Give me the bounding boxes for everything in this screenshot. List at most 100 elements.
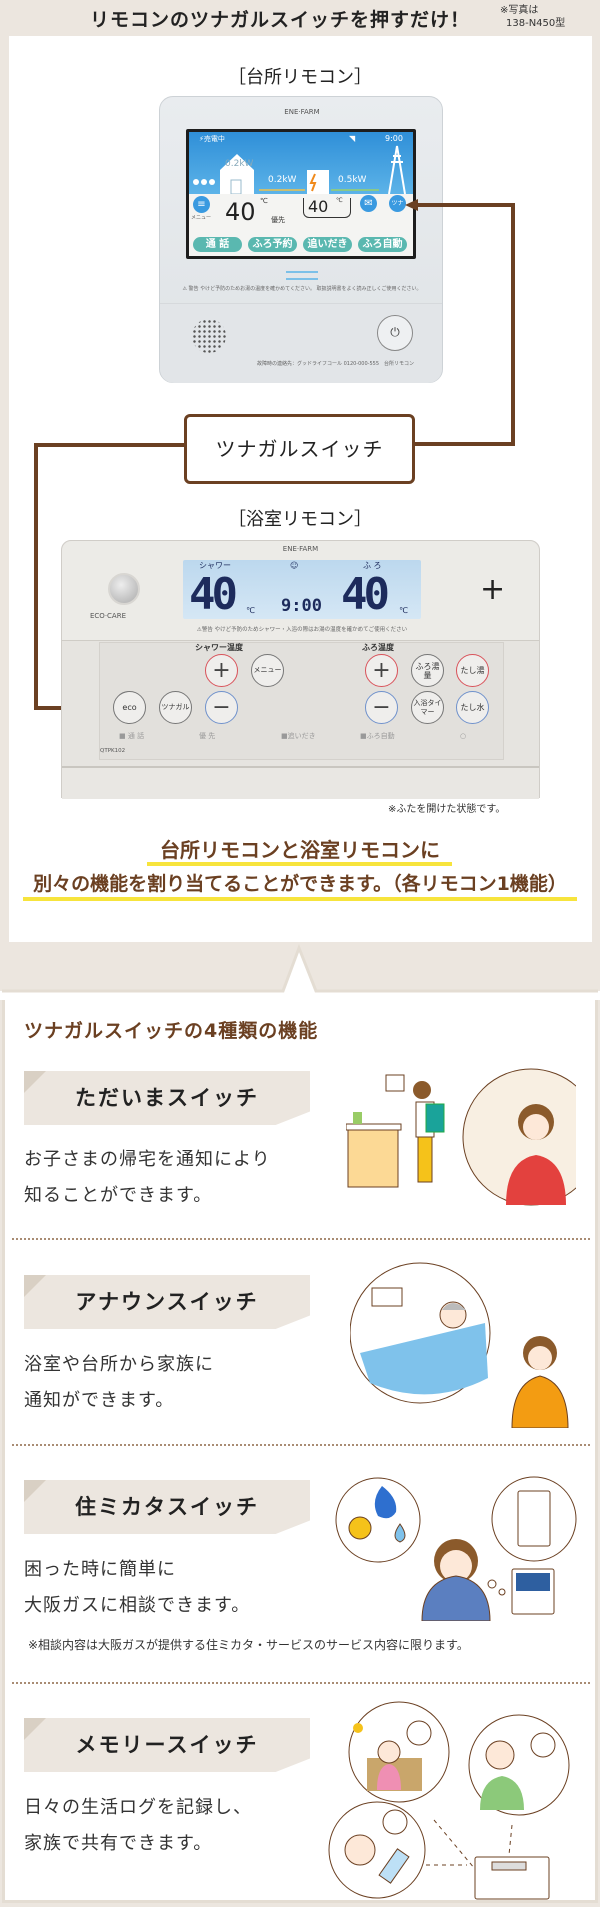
tsunagaru-switch-icon[interactable]: ツナ xyxy=(389,195,406,212)
brand-logo: ENE·FARM xyxy=(282,545,319,553)
kitchen-remote: ENE·FARM ⚡売電中 9:00 ◥ 0.2kW 0.2kW 0.5kW ≡… xyxy=(159,96,443,383)
eco-care-label: ECO·CARE xyxy=(90,612,127,620)
feature-desc-tadaima: お子さまの帰宅を通知により知ることができます。 xyxy=(24,1142,271,1214)
desc-line: 通知ができます。 xyxy=(24,1390,175,1411)
summary-line-1: 台所リモコンと浴室リモコンに xyxy=(160,838,440,862)
lid-open-note: ※ふたを開けた状態です。 xyxy=(388,804,506,815)
shower-temp-label: シャワー温度 xyxy=(195,643,243,652)
desc-line: 知ることができます。 xyxy=(24,1185,213,1206)
feature-title-memory: メモリースイッチ xyxy=(24,1718,310,1772)
lcd-shower-label: シャワー xyxy=(199,561,231,570)
bath-warning: ⚠警告 やけど予防のためシャワー・入浴の際はお湯の温度を確かめてご使用ください xyxy=(196,627,408,633)
lcd-bath-label: ふ ろ xyxy=(363,561,382,570)
lcd-bath-temp: 40 xyxy=(341,569,390,620)
indicator-priority: 優 先 xyxy=(199,732,216,740)
shower-temp-down-button[interactable]: − xyxy=(205,691,238,724)
feature-title-sumikata: 住ミカタスイッチ xyxy=(24,1480,310,1534)
bath-temp-label: ふろ温度 xyxy=(362,643,394,652)
bath-remote: ENE·FARM ECO·CARE シャワー ☺ ふ ろ 40 ℃ 9:00 4… xyxy=(61,540,540,799)
highlight-underline xyxy=(23,897,577,901)
eco-button[interactable]: eco xyxy=(113,691,146,724)
bath-timer-button[interactable]: 入浴タイマー xyxy=(411,691,444,724)
kitchen-remote-label: ［台所リモコン］ xyxy=(228,67,372,88)
photo-note-line: ※写真は xyxy=(500,5,539,16)
feature-desc-memory: 日々の生活ログを記録し、家族で共有できます。 xyxy=(24,1790,252,1862)
kitchen-warning: ⚠ 警告 やけど予防のためお湯の温度を確かめてください。 取扱説明書をよく読み正… xyxy=(182,286,422,292)
clock: 9:00 xyxy=(385,134,403,143)
kitchen-screen: ⚡売電中 9:00 ◥ 0.2kW 0.2kW 0.5kW ≡ メニュー 40 … xyxy=(186,129,416,259)
power-button[interactable]: ⏻ xyxy=(377,315,413,351)
wifi-icon: ◥ xyxy=(349,134,356,143)
bath-reserve-button[interactable]: ふろ予約 xyxy=(248,237,297,252)
eco-care-sensor xyxy=(108,573,140,605)
mail-icon[interactable]: ✉ xyxy=(360,195,377,212)
pointer-triangle xyxy=(0,943,600,1000)
desc-line: 家族で共有できます。 xyxy=(24,1833,213,1854)
reheat-button[interactable]: 追いだき xyxy=(303,237,352,252)
lcd-unit: ℃ xyxy=(246,606,255,615)
highlight-underline xyxy=(147,862,452,866)
temp-unit: ℃ xyxy=(336,197,343,204)
add-cold-water-button[interactable]: たし水 xyxy=(456,691,489,724)
indicator-circle: ○ xyxy=(460,732,467,740)
call-button[interactable]: 通 話 xyxy=(193,237,242,252)
house-power: 0.2kW xyxy=(225,159,254,169)
temp-unit: ℃ xyxy=(260,197,268,205)
model-number: QTPK102 xyxy=(100,748,126,754)
family-life-log-illustration xyxy=(328,1701,570,1900)
fuelcell-power: 0.2kW xyxy=(268,175,297,185)
desc-line: 浴室や台所から家族に xyxy=(24,1354,214,1375)
desc-line: お子さまの帰宅を通知により xyxy=(24,1149,271,1170)
bath-temp-down-button[interactable]: − xyxy=(365,691,398,724)
grid-power: 0.5kW xyxy=(338,175,367,185)
feature-title-announce: アナウンスイッチ xyxy=(24,1275,310,1329)
lcd-time: 9:00 xyxy=(281,596,322,616)
tsunagaru-button[interactable]: ツナガル xyxy=(159,691,192,724)
divider xyxy=(12,1238,590,1240)
energy-display: ⚡売電中 9:00 ◥ 0.2kW 0.2kW 0.5kW xyxy=(189,132,413,194)
priority-label: 優先 xyxy=(271,216,285,224)
bath-volume-button[interactable]: ふろ湯量 xyxy=(411,654,444,687)
divider xyxy=(12,1444,590,1446)
add-hot-water-button[interactable]: たし湯 xyxy=(456,654,489,687)
bath-temp: 40 xyxy=(308,197,329,216)
feature-title-tadaima: ただいまスイッチ xyxy=(24,1071,310,1125)
support-operator-illustration xyxy=(335,1476,577,1621)
arrow-head-kitchen xyxy=(405,199,418,211)
desc-line: 日々の生活ログを記録し、 xyxy=(24,1797,252,1818)
menu-label: メニュー xyxy=(191,215,212,221)
grille-icon xyxy=(286,271,318,280)
features-heading: ツナガルスイッチの4種類の機能 xyxy=(24,1020,319,1042)
divider xyxy=(12,1682,590,1684)
bath-temp-up-button[interactable]: + xyxy=(365,654,398,687)
lcd-shower-temp: 40 xyxy=(189,569,238,620)
indicator-auto-bath: ■ふろ自動 xyxy=(360,732,395,740)
photo-note: ※写真は 138-N450型 xyxy=(500,4,565,30)
lcd-unit: ℃ xyxy=(399,606,408,615)
sensor-cross-icon: + xyxy=(480,572,506,607)
status-text: ⚡売電中 xyxy=(199,135,225,143)
child-returns-home-illustration xyxy=(346,1068,576,1206)
bath-lcd: シャワー ☺ ふ ろ 40 ℃ 9:00 40 ℃ xyxy=(183,560,421,619)
speaker-icon xyxy=(192,319,226,353)
menu-icon[interactable]: ≡ xyxy=(193,196,210,213)
tsunagaru-switch-label: ツナガルスイッチ xyxy=(184,414,415,484)
brand-logo: ENE·FARM xyxy=(284,108,320,116)
feature-desc-announce: 浴室や台所から家族に通知ができます。 xyxy=(24,1347,214,1419)
banner-title: リモコンのツナガルスイッチを押すだけ！ xyxy=(89,9,470,31)
feature-desc-sumikata: 困った時に簡単に大阪ガスに相談できます。 xyxy=(24,1552,250,1624)
shower-temp-up-button[interactable]: + xyxy=(205,654,238,687)
indicator-call: ■ 通 話 xyxy=(119,732,145,740)
desc-line: 困った時に簡単に xyxy=(24,1559,176,1580)
menu-button[interactable]: メニュー xyxy=(251,654,284,687)
bathing-announce-illustration xyxy=(350,1262,569,1428)
sumikata-note: ※相談内容は大阪ガスが提供する住ミカタ・サービスのサービス内容に限ります。 xyxy=(28,1638,469,1652)
photo-note-model: 138-N450型 xyxy=(506,18,566,29)
contact-info: 故障時の連絡先：グッドライフコール 0120-000-555 台所リモコン xyxy=(256,361,414,367)
kitchen-connector-line xyxy=(415,203,515,446)
house-icon xyxy=(193,145,406,194)
smile-icon: ☺ xyxy=(290,561,299,570)
control-display: ≡ メニュー 40 ℃ 優先 40 ℃ ✉ ツナ 通 話 ふろ予約 追いだき ふ… xyxy=(189,194,413,256)
desc-line: 大阪ガスに相談できます。 xyxy=(24,1595,251,1616)
auto-bath-button[interactable]: ふろ自動 xyxy=(358,237,407,252)
